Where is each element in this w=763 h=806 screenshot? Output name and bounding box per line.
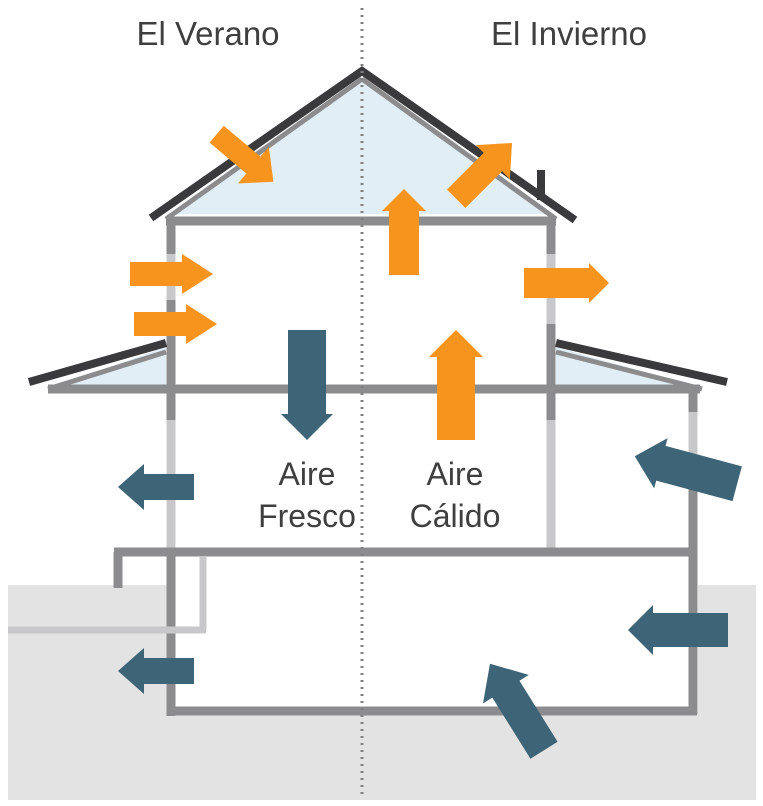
blue-arrow-icon — [118, 464, 194, 510]
orange-arrow-icon — [446, 143, 512, 209]
orange-arrow-icon — [134, 304, 217, 344]
summer-title: El Verano — [136, 15, 279, 52]
warm-air-label-line1: Aire — [427, 456, 484, 492]
warm-air-label-line2: Cálido — [410, 498, 501, 534]
orange-arrow-icon — [524, 263, 609, 303]
winter-title: El Invierno — [491, 15, 647, 52]
orange-arrow-icon — [209, 125, 274, 184]
cool-air-label-line1: Aire — [279, 456, 336, 492]
blue-arrow-icon — [118, 648, 194, 694]
orange-arrow-icon — [130, 254, 213, 294]
cool-air-label-line2: Fresco — [258, 498, 356, 534]
house-walls — [8, 76, 703, 716]
blue-arrow-icon — [634, 438, 742, 502]
blue-arrow-icon — [281, 330, 333, 440]
blue-arrow-icon — [482, 663, 558, 759]
blue-arrow-icon — [628, 605, 728, 655]
arrows — [118, 125, 742, 759]
orange-arrow-icon — [429, 330, 483, 440]
ground — [8, 585, 756, 800]
orange-arrow-icon — [382, 189, 426, 275]
